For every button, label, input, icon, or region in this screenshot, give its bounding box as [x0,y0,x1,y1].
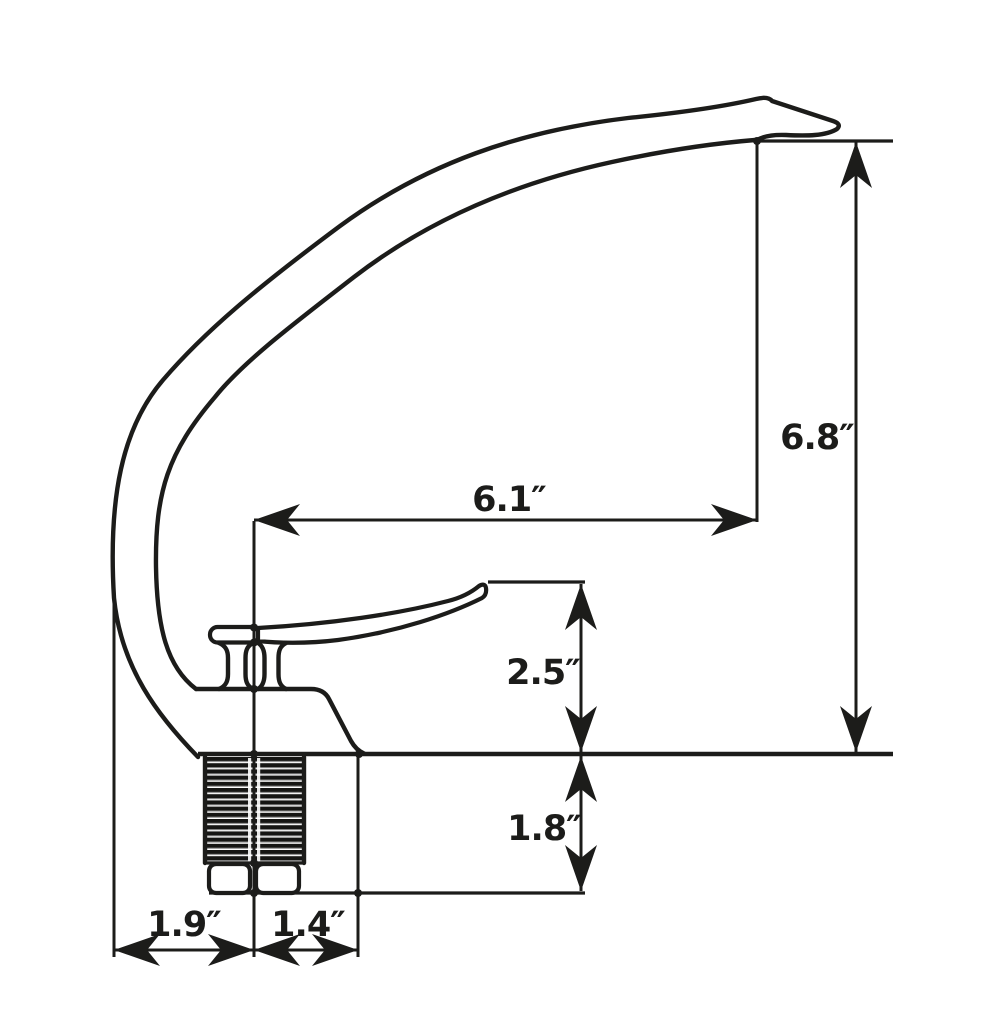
junction-dot [753,137,761,145]
junction-dot [250,859,258,867]
thread-relief-right [257,758,261,862]
handle-stem-left-inner-wall [243,640,256,692]
dimension-label-spout-reach: 6.1″ [472,480,546,520]
body-outline [193,686,367,756]
junction-dot [355,750,363,758]
junction-dot [250,623,258,632]
handle-stem-right-wall [276,640,289,692]
mounting-nut-right-facet [253,861,302,896]
junction-dot [250,685,258,693]
dimension-label-spout-height: 6.8″ [780,418,854,458]
handle-stem-right-inner-wall [255,640,267,692]
dimension-label-base-front-width: 1.4″ [271,905,345,945]
spout-outer-curve [110,95,841,760]
junction-dot [250,889,258,897]
handle-stem-left-wall [216,640,231,692]
junction-dot [250,638,258,647]
junction-dot [250,750,258,758]
mounting-nut-left-facet [206,861,253,896]
handle-lever-blade [255,582,489,645]
junction-dot [354,889,362,897]
dimension-label-base-rear-width: 1.9″ [147,905,221,945]
dimension-label-outlet-height: 2.5″ [506,653,580,693]
spout-inner-curve [153,137,758,692]
thread-relief-left [248,758,252,862]
dimension-label-shank-length: 1.8″ [507,809,581,849]
